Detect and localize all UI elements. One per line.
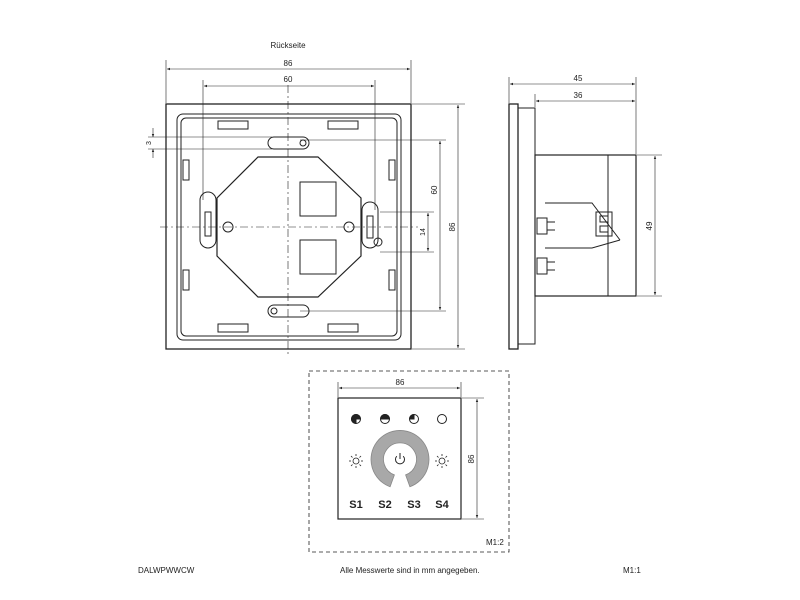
side-view: 45 36 49	[508, 74, 662, 350]
screw-hole-left	[222, 221, 234, 233]
footer-scale: M1:1	[623, 566, 641, 575]
mount-lug-right	[361, 201, 379, 249]
connector-bottom	[299, 239, 337, 275]
clip-bottom-left	[217, 323, 249, 333]
dim-width-outer-label: 86	[284, 59, 293, 68]
connector-top	[299, 181, 337, 217]
dim-offset-label: 3	[146, 141, 153, 145]
frame-outer	[165, 103, 412, 350]
clip-left-2	[182, 269, 190, 291]
dim-front-width-label: 86	[396, 378, 405, 387]
side-wire-bottom	[545, 239, 621, 249]
dim-height-outer-label: 86	[448, 222, 457, 231]
mount-lug-left	[199, 191, 217, 249]
side-body	[534, 154, 637, 297]
side-terminal	[595, 211, 613, 237]
clip-top-left	[217, 120, 249, 130]
front-view: 86 86	[308, 370, 510, 553]
dim-depth-body-label: 36	[574, 91, 583, 100]
sun-bright-icon	[435, 454, 449, 468]
mount-lug-left-slot	[204, 211, 212, 237]
keyhole-slot-top	[267, 136, 310, 150]
scene-icon-light	[437, 414, 447, 424]
side-plate	[508, 103, 519, 350]
sun-dim-icon	[349, 454, 363, 468]
scene-icon-quarter	[408, 413, 419, 424]
dim-front-height-label: 86	[467, 454, 476, 463]
scene-icon-half	[379, 414, 391, 424]
side-clip-1	[536, 217, 548, 235]
side-wire-top	[545, 202, 621, 241]
side-terminal-screw-2	[599, 225, 609, 233]
scene-button-s3[interactable]: S3	[407, 499, 420, 511]
dim-side-height-label: 49	[645, 221, 654, 230]
keyhole-screw-bottom	[270, 307, 278, 315]
scene-button-s4[interactable]: S4	[435, 499, 449, 511]
back-view: Rückseite	[146, 41, 465, 356]
keyhole-slot-bottom	[267, 304, 310, 318]
footer-model: DALWPWWCW	[138, 566, 195, 575]
back-view-caption: Rückseite	[270, 41, 306, 50]
clip-left-1	[182, 159, 190, 181]
module-body	[216, 156, 362, 298]
clip-right-2	[388, 269, 396, 291]
dim-height-inner-label: 60	[430, 185, 439, 194]
clip-right-1	[388, 159, 396, 181]
mount-lug-right-screw	[373, 237, 383, 247]
keyhole-screw-top	[299, 139, 307, 147]
front-view-border	[308, 370, 510, 553]
touch-ring[interactable]	[370, 430, 430, 488]
footer-note: Alle Messwerte sind in mm angegeben.	[340, 566, 480, 575]
scene-icon-dark	[351, 413, 362, 425]
scene-button-s2[interactable]: S2	[378, 499, 391, 511]
side-plate-back	[517, 107, 536, 345]
side-clip-2	[536, 257, 548, 275]
clip-bottom-right	[327, 323, 359, 333]
side-terminal-screw-1	[599, 215, 609, 223]
dim-gap-label: 14	[420, 228, 427, 236]
scene-button-s1[interactable]: S1	[349, 499, 362, 511]
dim-depth-total-label: 45	[574, 74, 583, 83]
front-panel	[337, 397, 462, 520]
front-view-scale: M1:2	[486, 538, 504, 547]
dim-width-inner-label: 60	[284, 75, 293, 84]
power-icon[interactable]	[395, 453, 405, 465]
clip-top-right	[327, 120, 359, 130]
